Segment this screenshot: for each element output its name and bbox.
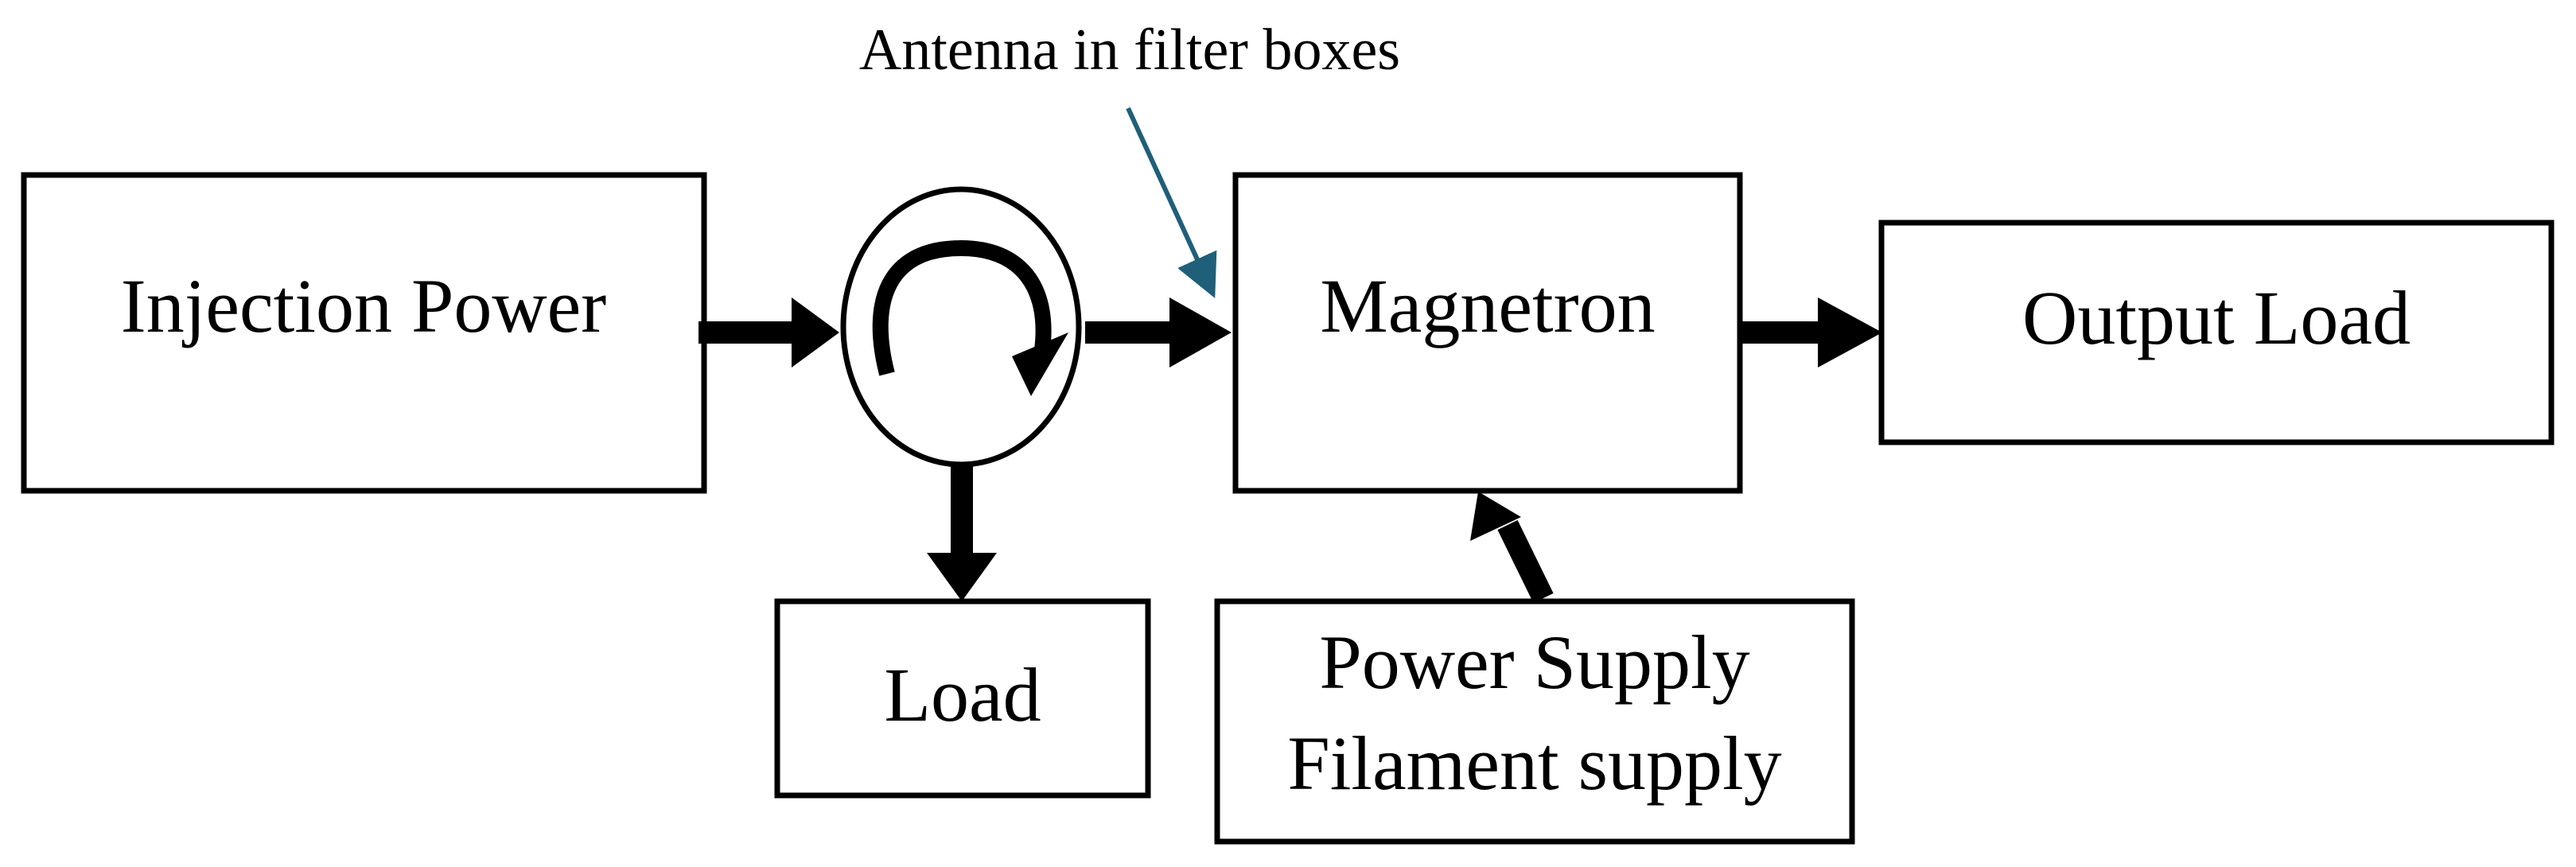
antenna-annotation-arrow — [1126, 107, 1217, 298]
antenna-annotation: Antenna in filter boxes — [859, 17, 1400, 83]
load-label: Load — [884, 652, 1041, 737]
load-block: Load — [774, 598, 1151, 799]
output-load-block: Output Load — [1878, 220, 2555, 445]
filament-supply-label: Filament supply — [1287, 721, 1781, 806]
injection-power-block: Injection Power — [21, 172, 707, 494]
magnetron-label: Magnetron — [1320, 263, 1655, 348]
injection-power-label: Injection Power — [121, 263, 607, 348]
arrow-magnetron-to-output-load — [1742, 297, 1882, 367]
circulator-icon — [840, 186, 1082, 468]
arrow-circulator-to-load — [927, 465, 997, 601]
arrow-power-supply-to-magnetron — [1470, 492, 1554, 604]
arrow-circulator-to-magnetron — [1085, 297, 1232, 367]
power-supply-label: Power Supply — [1319, 620, 1749, 705]
magnetron-block: Magnetron — [1232, 172, 1743, 494]
power-supply-block: Power Supply Filament supply — [1214, 598, 1855, 845]
arrow-injection-to-circulator — [698, 297, 839, 367]
output-load-label: Output Load — [2022, 275, 2411, 360]
